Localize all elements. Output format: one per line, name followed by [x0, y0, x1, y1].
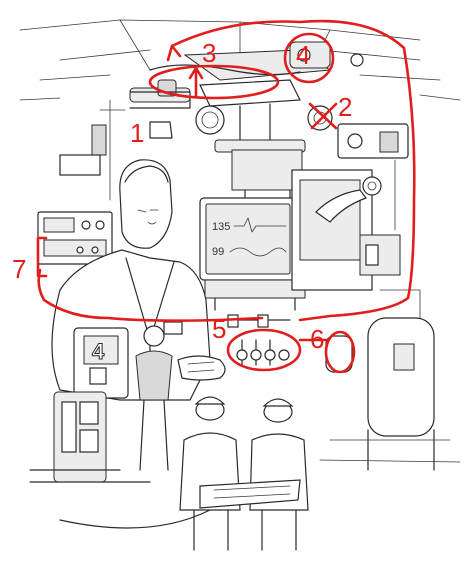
right-gas-cylinder — [319, 317, 461, 471]
monitor-screen — [205, 203, 291, 275]
patient-monitor-assembly: 135 99 — [199, 149, 313, 311]
annotation-outline-loop — [37, 19, 416, 322]
annotation-ellipse-6 — [324, 330, 356, 374]
lower-left-machine — [29, 391, 211, 529]
annotation-ellipse-3 — [148, 64, 280, 100]
left-cabinet — [37, 99, 126, 265]
annotation-label-6: 6 — [310, 324, 324, 354]
annotation-label-5: 5 — [212, 314, 226, 344]
annotation-arrow-3 — [166, 44, 182, 62]
annotation-uparrow-3 — [188, 66, 204, 98]
pointing-hand — [315, 189, 367, 223]
annotation-bracket-7 — [36, 236, 48, 278]
two-workers — [179, 396, 309, 551]
right-wall-console — [291, 123, 421, 361]
annotation-label-1: 1 — [130, 118, 144, 148]
monitor-reading-bottom: 99 — [212, 246, 224, 258]
annotation-circle-4 — [283, 32, 335, 84]
annotation-label-4: 4 — [296, 40, 310, 70]
red-annotation-layer: 1 2 3 4 5 6 7 — [12, 19, 416, 374]
background-worker: 4 — [73, 325, 173, 471]
wall-panel-number: 4 — [92, 339, 105, 364]
valve-manifold — [227, 314, 291, 366]
annotation-label-3: 3 — [202, 38, 216, 68]
wall-dial — [362, 176, 382, 196]
annotation-ellipse-5 — [226, 328, 302, 372]
monitor-reading-top: 135 — [212, 221, 230, 233]
annotation-label-2: 2 — [338, 92, 352, 122]
annotation-label-7: 7 — [12, 254, 26, 284]
annotation-cross-2 — [308, 102, 338, 130]
